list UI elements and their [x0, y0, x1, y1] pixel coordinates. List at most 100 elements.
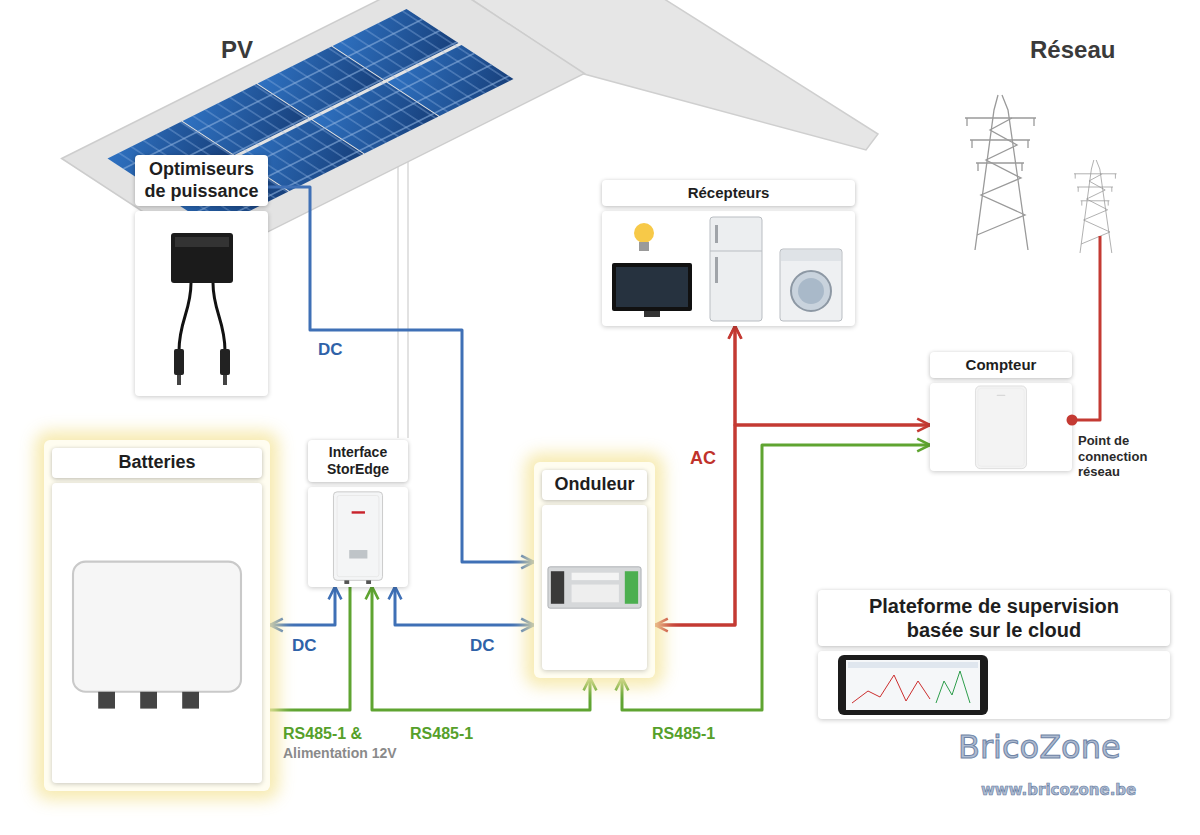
inverter-picture-part [366, 580, 371, 584]
interface-box: Interface StorEdge [308, 440, 408, 587]
appliances-picture-part [791, 271, 831, 311]
optimizer-picture-part [213, 283, 225, 351]
optimizer-picture-part [174, 349, 184, 375]
node-header: Compteur [930, 352, 1072, 378]
interface-picture-part [98, 691, 115, 708]
inverter-picture-part [344, 580, 349, 584]
node-header: Batteries [52, 448, 262, 478]
house-illustration-part [397, 167, 399, 438]
connector-label: RS485-1 [652, 724, 715, 743]
power-note: Alimentation 12V [283, 745, 397, 762]
watermark: BricoZone [958, 728, 1121, 766]
node-label: Récepteurs [688, 184, 770, 202]
picture-panel [52, 483, 262, 783]
grid-point-note: Point de connection réseau [1078, 433, 1162, 480]
watermark-url: www.bricozone.be [981, 781, 1136, 799]
connector [270, 587, 350, 710]
optimizer-picture-part [223, 375, 227, 385]
interface-picture [52, 483, 262, 783]
connector [270, 587, 335, 625]
node-header: Interface StorEdge [308, 440, 408, 482]
connector [735, 326, 930, 425]
node-label: Onduleur [555, 474, 635, 496]
connector [655, 326, 735, 625]
picture-panel [135, 211, 268, 396]
appliances-picture-part [612, 263, 692, 311]
connector [395, 587, 534, 625]
appliances-picture-part [780, 249, 842, 321]
picture-panel [308, 487, 408, 587]
house-illustration-part [1074, 160, 1117, 253]
optimizer-picture-part [179, 283, 191, 351]
grid-connection-dot-part [1067, 415, 1078, 426]
grid-connection-dot [1062, 410, 1082, 430]
optimizer-picture-part [177, 375, 181, 385]
appliances-picture-part [798, 278, 824, 304]
battery-box: Batteries [44, 440, 270, 791]
connector-label: RS485-1 [410, 724, 473, 743]
inverter-picture-part [352, 511, 365, 513]
tablet-picture-part [936, 671, 970, 703]
appliances-picture-part [616, 267, 688, 307]
optimizer-picture-part [175, 237, 229, 247]
appliances-picture-part [644, 311, 660, 317]
battery-picture-part [975, 386, 1026, 469]
connector-label: DC [292, 636, 317, 656]
meter-picture-part [551, 571, 564, 604]
meter-box: Compteur [930, 352, 1072, 471]
connector-label: DC [470, 636, 495, 656]
interface-picture-part [140, 691, 157, 708]
node-label: Batteries [118, 452, 195, 474]
inverter-picture-part [333, 491, 382, 579]
appliances-picture-part [715, 257, 718, 283]
picture-panel [930, 383, 1072, 471]
tablet-picture-part [846, 660, 980, 710]
battery-picture-part [978, 388, 1024, 466]
meter-picture-part [572, 584, 619, 602]
node-header: Optimiseurs de puissance [135, 155, 268, 206]
optimizer-picture-part [220, 349, 230, 375]
inverter-picture-part [349, 550, 367, 558]
node-label: Interface StorEdge [314, 444, 402, 478]
picture-panel [542, 505, 647, 670]
node-header: Récepteurs [602, 180, 855, 206]
meter-picture-part [548, 566, 641, 607]
interface-picture-part [73, 561, 241, 691]
battery-picture-part [997, 395, 1006, 396]
inverter-box: Onduleur [534, 462, 655, 678]
loads-box: Récepteurs [602, 180, 855, 326]
tablet-picture [818, 651, 1170, 719]
picture-panel [602, 211, 855, 326]
node-label: Compteur [966, 356, 1037, 374]
house-illustration-part [407, 162, 409, 438]
connector-label: DC [318, 340, 343, 360]
optimizer-picture [135, 211, 268, 396]
meter-picture [542, 505, 647, 670]
connector-label: RS485-1 & [283, 724, 362, 743]
tablet-picture-part [852, 675, 930, 703]
optimizer-picture-part [171, 233, 233, 283]
appliances-picture-part [715, 225, 718, 243]
appliances-picture-part [639, 242, 649, 251]
cloud-box: Plateforme de supervision basée sur le c… [818, 590, 1170, 719]
appliances-picture [602, 211, 855, 326]
inverter-picture-part [337, 495, 379, 576]
inverter-picture [308, 487, 408, 587]
tablet-picture-part [848, 662, 978, 668]
appliances-picture-part [781, 250, 841, 261]
connector-label: AC [690, 448, 716, 470]
section-heading: PV [221, 36, 253, 65]
tablet-picture-part [838, 655, 988, 715]
meter-picture-part [572, 572, 619, 579]
node-header: Plateforme de supervision basée sur le c… [818, 590, 1170, 646]
node-header: Onduleur [542, 470, 647, 500]
node-label: Optimiseurs de puissance [141, 159, 262, 202]
picture-panel [818, 651, 1170, 719]
optimizer-box: Optimiseurs de puissance [135, 155, 268, 396]
appliances-picture-part [634, 223, 654, 243]
appliances-picture-part [710, 251, 762, 252]
node-label: Plateforme de supervision basée sur le c… [849, 594, 1139, 642]
house-illustration-part [965, 95, 1036, 250]
meter-picture-part [625, 571, 638, 604]
interface-picture-part [182, 691, 199, 708]
